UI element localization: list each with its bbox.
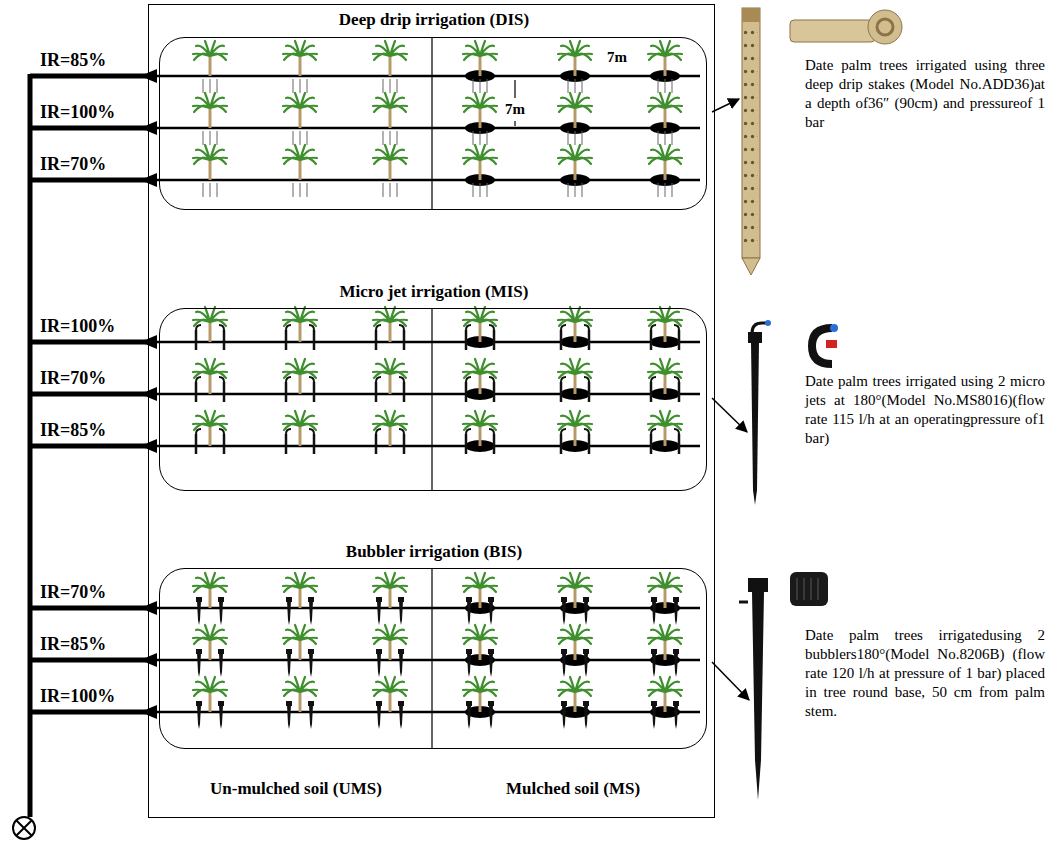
dimension-label: 7m xyxy=(502,101,528,118)
drip-fitting xyxy=(790,10,902,44)
irrigation-rate-label: IR=100% xyxy=(40,103,144,123)
micro-jet-stake xyxy=(748,320,771,505)
divider-line xyxy=(431,37,432,748)
bubbler-cap xyxy=(790,572,828,606)
irrigation-rate-label: IR=85% xyxy=(40,51,144,71)
description-text: Date palm trees irrigatedusing 2 bubbler… xyxy=(805,626,1045,721)
dimension-label: 7m xyxy=(604,49,630,66)
irrigation-rate-label: IR=100% xyxy=(40,317,144,337)
description-text: Date palm trees irrigated using three de… xyxy=(805,56,1045,132)
soil-label: Mulched soil (MS) xyxy=(437,779,709,799)
deep-drip-stake xyxy=(742,8,760,275)
micro-jet-head xyxy=(812,324,838,364)
soil-label: Un-mulched soil (UMS) xyxy=(155,779,437,799)
system-block: Bubbler irrigation (BIS) xyxy=(159,568,707,749)
irrigation-rate-label: IR=70% xyxy=(40,583,144,603)
irrigation-rate-label: IR=70% xyxy=(40,155,144,175)
palm-rows xyxy=(193,41,682,729)
system-heading: Micro jet irrigation (MIS) xyxy=(160,282,708,302)
field-frame: Un-mulched soil (UMS)Mulched soil (MS) De… xyxy=(148,4,715,818)
irrigation-rate-label: IR=85% xyxy=(40,635,144,655)
system-block: Micro jet irrigation (MIS) xyxy=(159,308,707,491)
system-heading: Bubbler irrigation (BIS) xyxy=(160,542,708,562)
irrigation-rate-label: IR=100% xyxy=(40,687,144,707)
irrigation-rate-label: IR=70% xyxy=(40,369,144,389)
valve-symbol xyxy=(13,817,35,839)
bubbler-stake xyxy=(739,578,768,800)
system-heading: Deep drip irrigation (DIS) xyxy=(160,10,708,30)
irrigation-rate-label: IR=85% xyxy=(40,421,144,441)
pointer-arrow xyxy=(712,99,749,700)
lateral-pipes xyxy=(30,69,700,719)
main-pipe xyxy=(28,74,33,817)
description-text: Date palm trees irrigated using 2 micro … xyxy=(805,372,1045,448)
